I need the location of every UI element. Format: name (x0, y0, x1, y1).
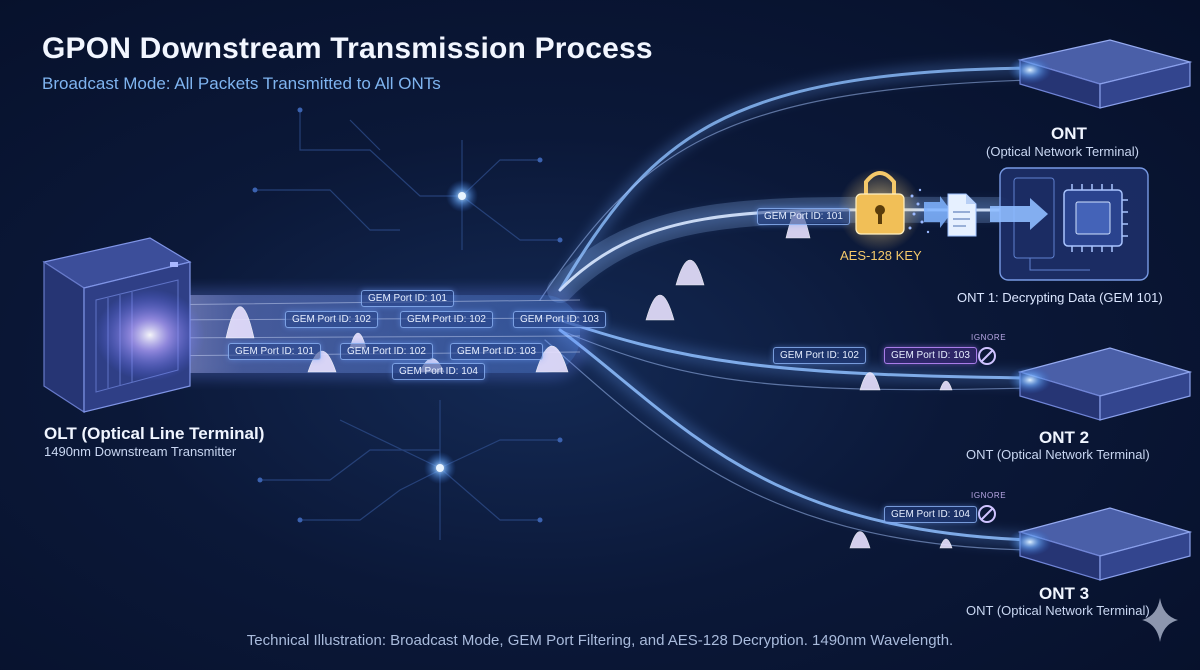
gem-tag: GEM Port ID: 102 (340, 343, 433, 360)
olt-detail: 1490nm Downstream Transmitter (44, 444, 237, 459)
gem-tag: GEM Port ID: 103 (450, 343, 543, 360)
ont-label: ONT (1051, 124, 1087, 143)
arrow-right-icon (924, 196, 952, 228)
ont-device-icon (1008, 507, 1193, 581)
page-subtitle: Broadcast Mode: All Packets Transmitted … (42, 74, 441, 93)
olt-server-icon (42, 237, 205, 414)
gem-tag: GEM Port ID: 102 (285, 311, 378, 328)
ignore-label: IGNORE (971, 333, 1007, 342)
sparkle-icon (1142, 598, 1178, 642)
padlock-icon (855, 171, 905, 235)
page-title: GPON Downstream Transmission Process (42, 32, 653, 65)
gem-tag-ont2-accept: GEM Port ID: 102 (773, 347, 866, 364)
ont2-label: ONT 2 (1039, 428, 1090, 447)
chip-icon (1063, 184, 1128, 252)
ont-device-icon (1008, 347, 1193, 421)
ont-detail: (Optical Network Terminal) (986, 144, 1139, 159)
fiber-branch-ont2 (558, 318, 1032, 380)
fiber-branches (539, 61, 1047, 551)
ont3-label: ONT 3 (1039, 584, 1090, 603)
gem-tag: GEM Port ID: 102 (400, 311, 493, 328)
fiber-branch-ont3 (558, 328, 1032, 542)
gem-tag: GEM Port ID: 104 (392, 363, 485, 380)
gem-tag-ont3-ignore: GEM Port ID: 104 (884, 506, 977, 523)
olt-label: OLT (Optical Line Terminal) (44, 424, 265, 443)
ignore-label: IGNORE (971, 491, 1007, 500)
gem-tag: GEM Port ID: 101 (228, 343, 321, 360)
caption: Technical Illustration: Broadcast Mode, … (246, 632, 954, 649)
blocked-icon (978, 505, 996, 523)
gem-tag: GEM Port ID: 101 (361, 290, 454, 307)
ont-device-icon (1008, 39, 1193, 109)
fiber-branch-ont (558, 66, 1042, 292)
arrow-right-icon (990, 198, 1048, 230)
blocked-icon (978, 347, 996, 365)
aes-key-label: AES-128 KEY (840, 248, 922, 263)
gem-tag-ont2-ignore: GEM Port ID: 103 (884, 347, 977, 364)
gem-tag-ont1: GEM Port ID: 101 (757, 208, 850, 225)
ont2-detail: ONT (Optical Network Terminal) (966, 447, 1150, 462)
circuit-nodes (252, 107, 563, 523)
ont1-status: ONT 1: Decrypting Data (GEM 101) (957, 290, 1163, 305)
document-icon (947, 193, 977, 237)
gem-tag: GEM Port ID: 103 (513, 311, 606, 328)
ont3-detail: ONT (Optical Network Terminal) (966, 603, 1150, 618)
